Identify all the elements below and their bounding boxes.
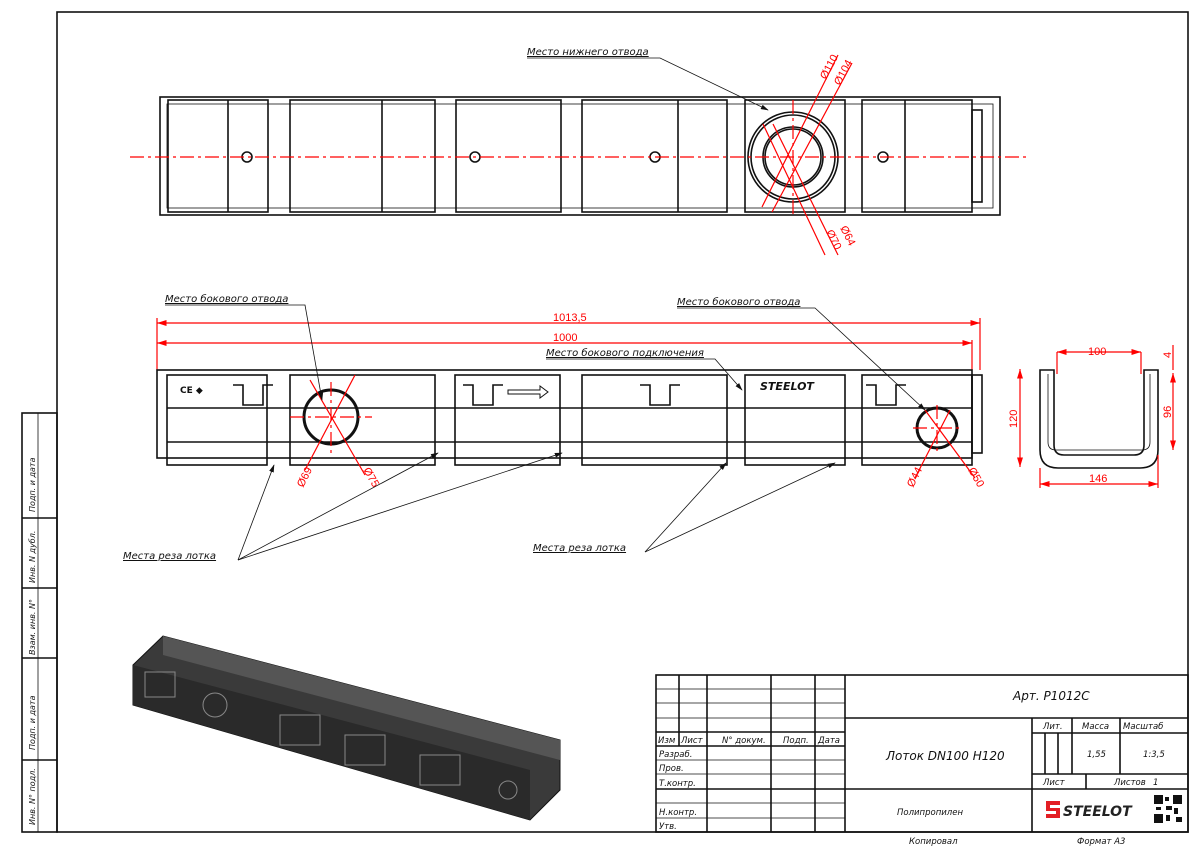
dim-rim: 4 [1162, 352, 1174, 358]
dim-height: 120 [1008, 410, 1020, 428]
dim-total-length: 1013,5 [553, 312, 587, 324]
dim-width-inner: 100 [1088, 346, 1106, 358]
col-izm: Изм [658, 736, 676, 746]
strip-label: Подп. и дата [28, 695, 37, 750]
strip-label: Инв. N дубл. [28, 531, 37, 583]
left-strip: Инв. N° подл. Подп. и дата Взам. инв. N°… [21, 412, 58, 833]
scale-label: Масштаб [1123, 722, 1163, 732]
callout-side-outlet-left: Место бокового отвода [165, 293, 288, 305]
logo-text: STEELOT [1063, 804, 1133, 820]
role-checked: Пров. [659, 764, 684, 774]
top-view: Ø110 Ø104 Ø70 Ø64 Место нижнего отвода [130, 47, 1030, 256]
callout-bottom-outlet: Место нижнего отвода [527, 47, 649, 58]
qr-code-icon [1154, 795, 1182, 823]
col-sign: Подп. [783, 736, 809, 746]
cross-section: 100 120 96 4 146 [1008, 345, 1176, 488]
callout-cut-right: Места реза лотка [533, 543, 626, 554]
mass-label: Масса [1082, 722, 1109, 732]
strip-label: Взам. инв. N° [28, 599, 37, 655]
callout-side-outlet-right: Место бокового отвода [677, 296, 800, 308]
steelot-logo: STEELOT [1046, 801, 1133, 820]
dim-length: 1000 [553, 332, 577, 344]
material: Полипропилен [897, 808, 963, 818]
dim-d69: Ø69 [295, 465, 315, 489]
format-label: Формат А3 [1077, 837, 1125, 847]
sheets-count: 1 [1153, 778, 1158, 788]
callout-cut-left: Места реза лотка [123, 551, 216, 562]
callout-side-connection: Место бокового подключения [546, 347, 704, 359]
svg-text:CE ◆: CE ◆ [180, 386, 203, 396]
dim-d50: Ø50 [965, 466, 986, 490]
title-block: Изм Лист N° докум. Подп. Дата Разраб. Пр… [655, 674, 1189, 847]
sheet-label: Лист [1042, 778, 1066, 788]
article: Арт. P1012C [1012, 689, 1090, 703]
dim-d75: Ø75 [360, 466, 381, 490]
col-date: Дата [817, 736, 840, 746]
steelot-emboss: STEELOT [760, 380, 815, 393]
dim-d44: Ø44 [905, 465, 925, 489]
product-name: Лоток DN100 H120 [885, 749, 1005, 763]
dim-width-outer: 146 [1089, 473, 1107, 485]
col-doc: N° докум. [722, 736, 766, 746]
role-developer: Разраб. [659, 750, 692, 760]
role-approved: Утв. [659, 822, 677, 832]
copied-label: Копировал [909, 837, 958, 847]
strip-label: Подп. и дата [28, 457, 37, 512]
strip-label: Инв. N° подл. [28, 768, 37, 825]
col-list: Лист [680, 736, 704, 746]
sheets-label: Листов [1113, 778, 1146, 788]
role-tech-control: Т.контр. [659, 779, 696, 789]
side-view: 1013,5 1000 CE ◆ STEELOT Ø69 Ø75 Ø44 Ø50… [123, 293, 986, 562]
lit-label: Лит. [1042, 722, 1063, 732]
isometric-view [132, 635, 561, 821]
mass-value: 1,55 [1087, 750, 1106, 760]
role-norm-control: Н.контр. [659, 808, 697, 818]
scale-value: 1:3,5 [1143, 750, 1165, 760]
dim-depth: 96 [1162, 406, 1174, 418]
